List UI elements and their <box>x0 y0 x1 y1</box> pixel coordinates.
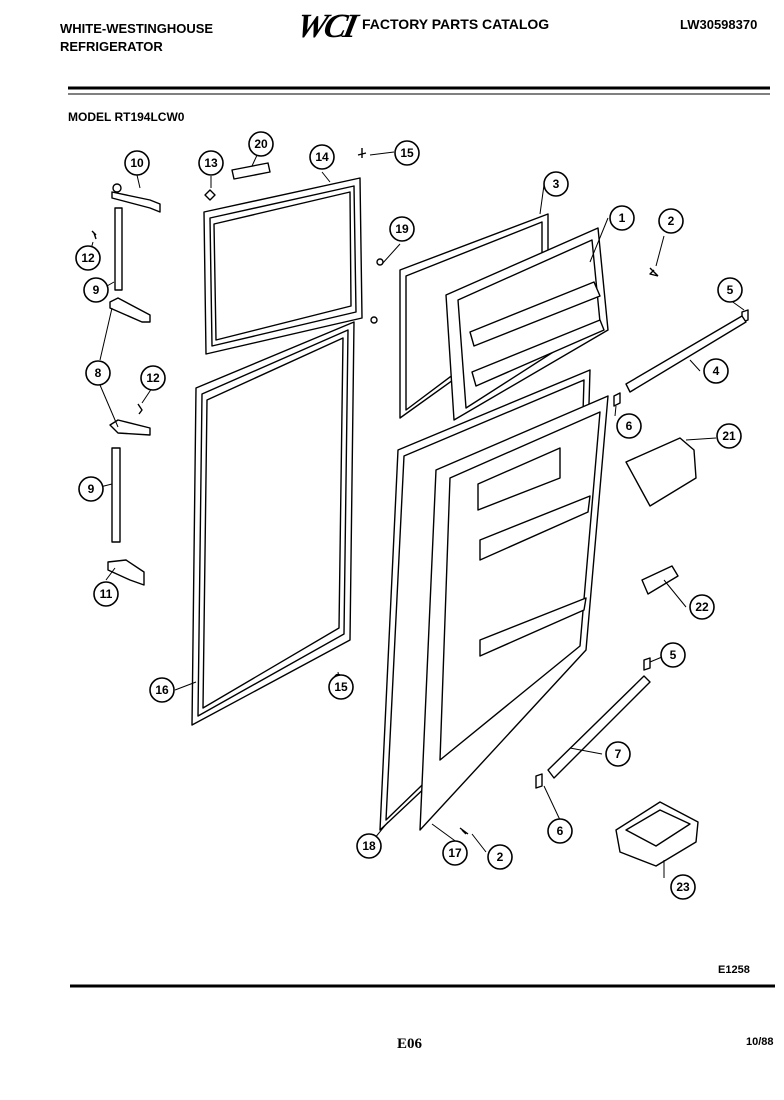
callout-circle <box>328 674 354 700</box>
callout-circle <box>658 208 684 234</box>
callout-label: 5 <box>727 283 734 297</box>
end-cap-lower <box>643 657 651 671</box>
callout-label: 10 <box>130 156 144 170</box>
upper-hinge <box>111 191 161 213</box>
callout-label: 9 <box>88 482 95 496</box>
callout-circle <box>309 144 335 170</box>
rail-clip-top <box>613 392 621 407</box>
callout-label: 21 <box>722 429 736 443</box>
callout-circle <box>660 642 686 668</box>
callout-label: 17 <box>448 846 462 860</box>
callout-label: 2 <box>497 850 504 864</box>
callout-label: 23 <box>676 880 690 894</box>
catalog-date: 10/88 <box>746 1036 774 1048</box>
callout-circle <box>124 150 150 176</box>
lower-hinge <box>107 559 145 586</box>
callout-circle <box>689 594 715 620</box>
rail-clip-lower <box>535 773 543 789</box>
screw-top <box>357 148 367 158</box>
callout-label: 22 <box>695 600 709 614</box>
callout-circle <box>670 874 696 900</box>
shelf-rail-top <box>625 315 747 393</box>
callout-circle <box>389 216 415 242</box>
callout-circle <box>78 476 104 502</box>
liner-screw-top <box>649 267 659 277</box>
callout-label: 7 <box>615 747 622 761</box>
callout-circle <box>442 840 468 866</box>
catalog-title: FACTORY PARTS CATALOG <box>362 16 550 32</box>
callout-label: 1 <box>619 211 626 225</box>
door-handle-trim <box>231 162 271 180</box>
callout-circle <box>93 581 119 607</box>
callout-label: 4 <box>713 364 720 378</box>
callout-label: 20 <box>254 137 268 151</box>
callout-label: 12 <box>146 371 160 385</box>
callout-circle <box>543 171 569 197</box>
callout-label: 14 <box>315 150 329 164</box>
liner-screw-lower <box>459 827 469 835</box>
brand-line1: WHITE-WESTINGHOUSE <box>60 21 214 36</box>
callout-label: 8 <box>95 366 102 380</box>
callout-circle <box>198 150 224 176</box>
callout-circle <box>716 423 742 449</box>
callout-label: 3 <box>553 177 560 191</box>
document-number: LW30598370 <box>680 17 758 32</box>
callout-circle <box>394 140 420 166</box>
center-hinge-lower <box>109 419 151 436</box>
callout-circle <box>83 277 109 303</box>
callout-circle <box>616 413 642 439</box>
callout-circle <box>605 741 631 767</box>
dairy-bin-upper <box>625 437 697 507</box>
callout-circle <box>149 677 175 703</box>
callout-label: 13 <box>204 156 218 170</box>
callout-label: 16 <box>155 683 169 697</box>
callout-circle <box>248 131 274 157</box>
callout-circle <box>609 205 635 231</box>
model-number: MODEL RT194LCW0 <box>68 110 185 124</box>
door-stop-screw <box>204 189 216 201</box>
dairy-bin-small <box>641 565 679 595</box>
callout-label: 6 <box>557 824 564 838</box>
hinge-bar-upper <box>114 207 123 291</box>
hinge-screw-lower <box>137 403 143 415</box>
callout-label: 15 <box>400 146 414 160</box>
callout-label: 19 <box>395 222 409 236</box>
callout-circle <box>140 365 166 391</box>
hinge-bar-lower <box>111 447 121 543</box>
callout-circle <box>547 818 573 844</box>
callout-circle <box>356 833 382 859</box>
callout-label: 11 <box>100 587 113 601</box>
figure-code: E1258 <box>718 964 750 976</box>
page-code: E06 <box>397 1036 423 1052</box>
callout-label: 18 <box>362 839 376 853</box>
callout-circle <box>487 844 513 870</box>
center-hinge-upper <box>109 297 151 323</box>
shelf-rail-lower <box>547 675 651 779</box>
callout-circle <box>717 277 743 303</box>
callout-label: 5 <box>670 648 677 662</box>
callout-circle <box>703 358 729 384</box>
callout-label: 9 <box>93 283 100 297</box>
hinge-screw <box>91 230 97 240</box>
callout-label: 2 <box>668 214 675 228</box>
callout-circle <box>75 245 101 271</box>
brand-line2: REFRIGERATOR <box>60 39 163 54</box>
callout-label: 12 <box>81 251 95 265</box>
callout-label: 15 <box>334 680 348 694</box>
callout-circle <box>85 360 111 386</box>
callout-label: 6 <box>626 419 633 433</box>
